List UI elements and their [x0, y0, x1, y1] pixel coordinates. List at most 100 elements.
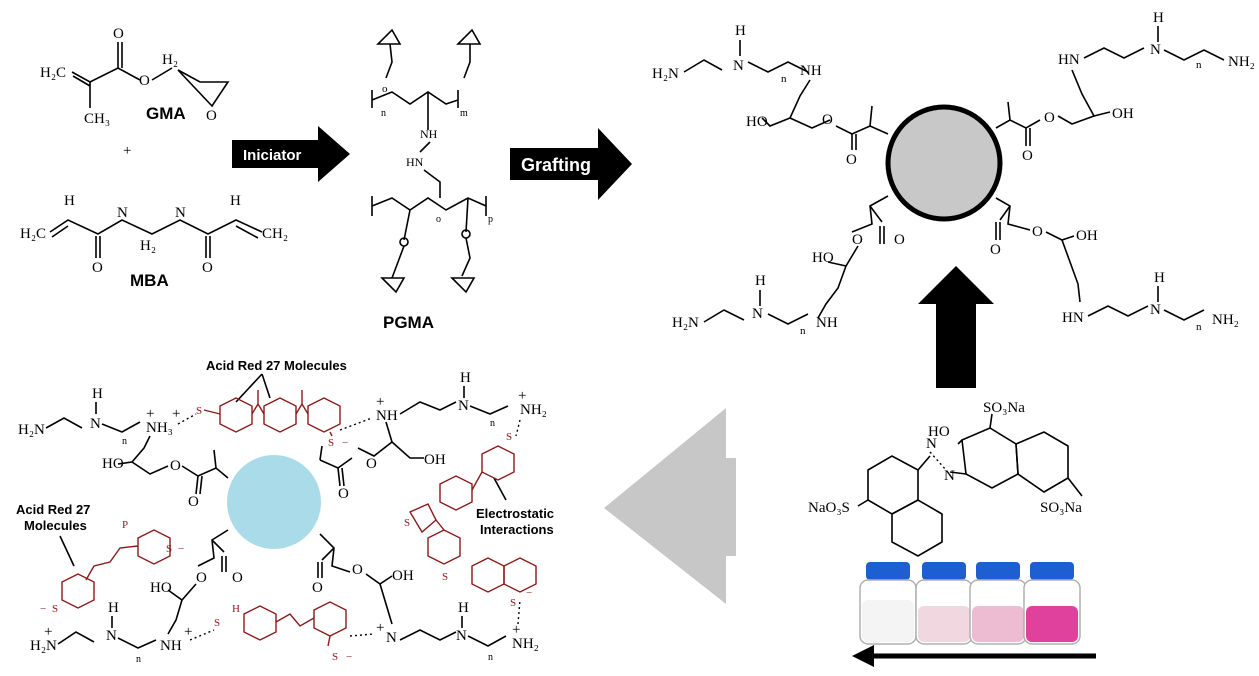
- label-acid-red-left-1: Acid Red 27: [16, 502, 90, 517]
- ads-h-br: H: [458, 600, 469, 616]
- frag-left-s: S: [166, 543, 172, 555]
- label-acid-red-top: Acid Red 27 Molecules: [206, 358, 347, 373]
- ads-h2n-right: NH: [376, 408, 398, 424]
- ads-h2n-top: H₂N: [18, 422, 45, 438]
- tr-hn: HN: [1058, 52, 1080, 68]
- gma-h2: H₂: [162, 52, 178, 68]
- br-h: H: [1154, 270, 1165, 286]
- dye-fragments: S S − S S S S − P S − S − S H S −: [40, 390, 537, 663]
- vial-2: [915, 562, 973, 645]
- ads-h-top: H: [92, 386, 103, 402]
- mba-h-left: H: [64, 193, 75, 209]
- acid-red-27-structure: SO₃Na HO N N NaO₃S SO₃Na: [808, 400, 1083, 557]
- ads-co-3: O: [232, 570, 243, 586]
- grafting-label: Grafting: [521, 155, 591, 175]
- frag-bottom-s: S: [214, 617, 220, 629]
- ads-plus-6: +: [44, 624, 52, 640]
- ads-ho-bottom: HO: [150, 580, 172, 596]
- frag-left-minus2: −: [40, 603, 46, 615]
- ads-plus-4: +: [518, 388, 526, 404]
- ads-plus-2: +: [172, 406, 180, 422]
- tr-nh2: NH₂: [1228, 54, 1255, 70]
- ads-o-1: O: [170, 458, 181, 474]
- frag-left-p: P: [122, 519, 128, 531]
- frag-top-minus: −: [342, 437, 348, 449]
- ads-h-right: H: [460, 370, 471, 386]
- gma-ester-o: O: [139, 73, 150, 89]
- frag-right-s4: S: [442, 571, 448, 583]
- initiator-arrow: Iniciator: [232, 126, 350, 182]
- frag-bottom-nh: H: [232, 603, 240, 615]
- tl-nh: NH: [800, 63, 822, 79]
- br-o: O: [1032, 224, 1043, 240]
- bl-nh: NH: [816, 315, 838, 331]
- ads-nh2-right: NH₂: [520, 402, 547, 418]
- ads-n-plus-bottom-right: N: [386, 630, 397, 646]
- ads-oh-bottom: OH: [392, 568, 414, 584]
- tl-n: N: [733, 58, 744, 74]
- br-co: O: [990, 242, 1001, 258]
- mba-structure: H₂C H N H₂ N H CH₂ O O MBA: [20, 193, 288, 290]
- mba-label: MBA: [130, 271, 169, 290]
- gray-left-arrow: [604, 408, 736, 604]
- ads-sub-n-br: n: [488, 652, 493, 663]
- pgma-nh: NH: [420, 127, 438, 141]
- frag-right-s5: S: [510, 597, 516, 609]
- br-oh: OH: [1076, 228, 1098, 244]
- ads-o-3: O: [196, 570, 207, 586]
- pgma-label: PGMA: [383, 313, 434, 332]
- bl-h: H: [755, 273, 766, 289]
- ads-nh-bottom: NH: [160, 638, 182, 654]
- tl-sub-n: n: [781, 73, 787, 85]
- ads-n-top: N: [90, 416, 101, 432]
- mba-h2c: H₂C: [20, 226, 46, 242]
- dye-naO3s: NaO₃S: [808, 500, 850, 516]
- vials: [859, 562, 1081, 645]
- dye-so3na-top: SO₃Na: [983, 400, 1025, 416]
- plus-sign: +: [123, 143, 131, 159]
- tr-o: O: [1044, 110, 1055, 126]
- frag-right-s: S: [506, 431, 512, 443]
- up-arrow: [918, 266, 994, 388]
- tl-o: O: [822, 112, 833, 128]
- pgma-o1: o: [382, 83, 388, 95]
- ads-oh-right: OH: [424, 452, 446, 468]
- frag-top-s: S: [196, 405, 202, 417]
- label-electrostatic-2: Interactions: [480, 522, 554, 537]
- frag-right-minus: −: [526, 587, 532, 599]
- frag-right-s3: S: [404, 517, 410, 529]
- ads-ho-top: HO: [102, 456, 124, 472]
- pgma-structure: o n m NH HN o p PGMA: [371, 28, 493, 332]
- bl-ho: HO: [812, 250, 834, 266]
- left-arrow-bottom: [852, 645, 1096, 667]
- grafted-particle: H₂N H N n NH HO O O HN H N n NH₂ OH O O …: [652, 10, 1255, 337]
- bl-n: N: [752, 306, 763, 322]
- mba-o-right: O: [202, 260, 213, 276]
- tr-oh: OH: [1112, 106, 1134, 122]
- ads-n-bottom: N: [106, 628, 117, 644]
- ads-plus-3: +: [376, 394, 384, 410]
- ads-n-right: N: [458, 398, 469, 414]
- br-hn: HN: [1062, 310, 1084, 326]
- ads-sub-n-top: n: [122, 436, 127, 447]
- mba-n-left: N: [117, 205, 128, 221]
- dye-n1: N: [926, 436, 937, 452]
- mba-n-right: N: [175, 205, 186, 221]
- label-acid-red-left-2: Molecules: [24, 518, 87, 533]
- ads-sub-n-bottom: n: [136, 654, 141, 665]
- ads-nh3: NH₃: [146, 420, 173, 436]
- tl-h: H: [735, 23, 746, 39]
- ads-h-bottom: H: [108, 600, 119, 616]
- pgma-sub-m: m: [460, 108, 468, 119]
- vial-4: [1023, 562, 1081, 645]
- pgma-sub-n: n: [381, 108, 386, 119]
- vial-1: [859, 562, 917, 645]
- gma-carbonyl-o: O: [113, 26, 124, 42]
- br-sub-n: n: [1196, 321, 1202, 333]
- ads-plus-7: +: [376, 620, 384, 636]
- adsorption-mechanism: Acid Red 27 Molecules Acid Red 27 Molecu…: [16, 358, 554, 665]
- tr-h: H: [1153, 10, 1164, 26]
- gma-label: GMA: [146, 104, 186, 123]
- ads-plus-5: +: [184, 624, 192, 640]
- ads-co-2: O: [338, 486, 349, 502]
